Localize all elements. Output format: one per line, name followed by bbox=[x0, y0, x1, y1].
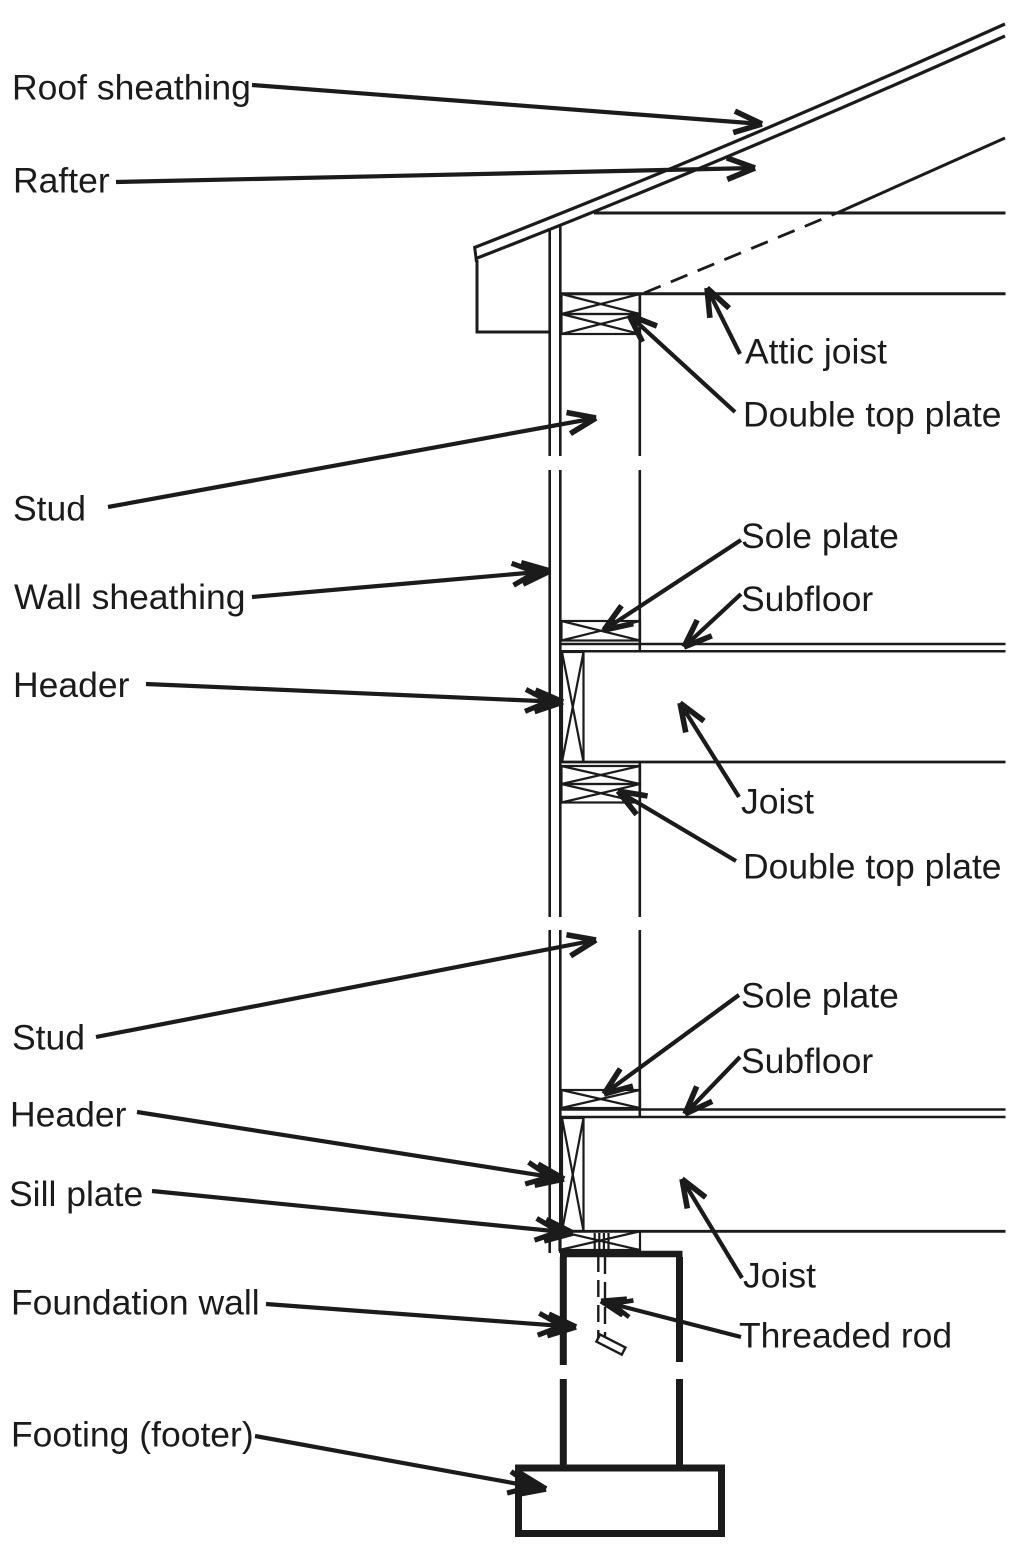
svg-text:Header: Header bbox=[13, 665, 130, 705]
svg-text:Joist: Joist bbox=[743, 1256, 816, 1296]
svg-text:Roof sheathing: Roof sheathing bbox=[12, 68, 251, 108]
svg-text:Sole plate: Sole plate bbox=[741, 516, 899, 556]
svg-text:Header: Header bbox=[10, 1095, 127, 1135]
svg-text:Footing (footer): Footing (footer) bbox=[11, 1415, 254, 1455]
svg-text:Foundation wall: Foundation wall bbox=[11, 1283, 260, 1323]
svg-text:Subfloor: Subfloor bbox=[741, 1041, 873, 1081]
svg-text:Joist: Joist bbox=[741, 782, 814, 822]
svg-text:Wall sheathing: Wall sheathing bbox=[14, 577, 246, 617]
svg-text:Double top plate: Double top plate bbox=[743, 395, 1002, 435]
svg-text:Threaded rod: Threaded rod bbox=[739, 1316, 952, 1356]
svg-text:Attic joist: Attic joist bbox=[745, 332, 887, 372]
svg-text:Subfloor: Subfloor bbox=[741, 579, 873, 619]
svg-text:Stud: Stud bbox=[12, 1018, 85, 1058]
svg-text:Rafter: Rafter bbox=[13, 161, 110, 201]
svg-text:Double top plate: Double top plate bbox=[743, 847, 1002, 887]
svg-text:Stud: Stud bbox=[13, 489, 86, 529]
svg-text:Sole plate: Sole plate bbox=[741, 976, 899, 1016]
svg-text:Sill plate: Sill plate bbox=[9, 1174, 143, 1214]
